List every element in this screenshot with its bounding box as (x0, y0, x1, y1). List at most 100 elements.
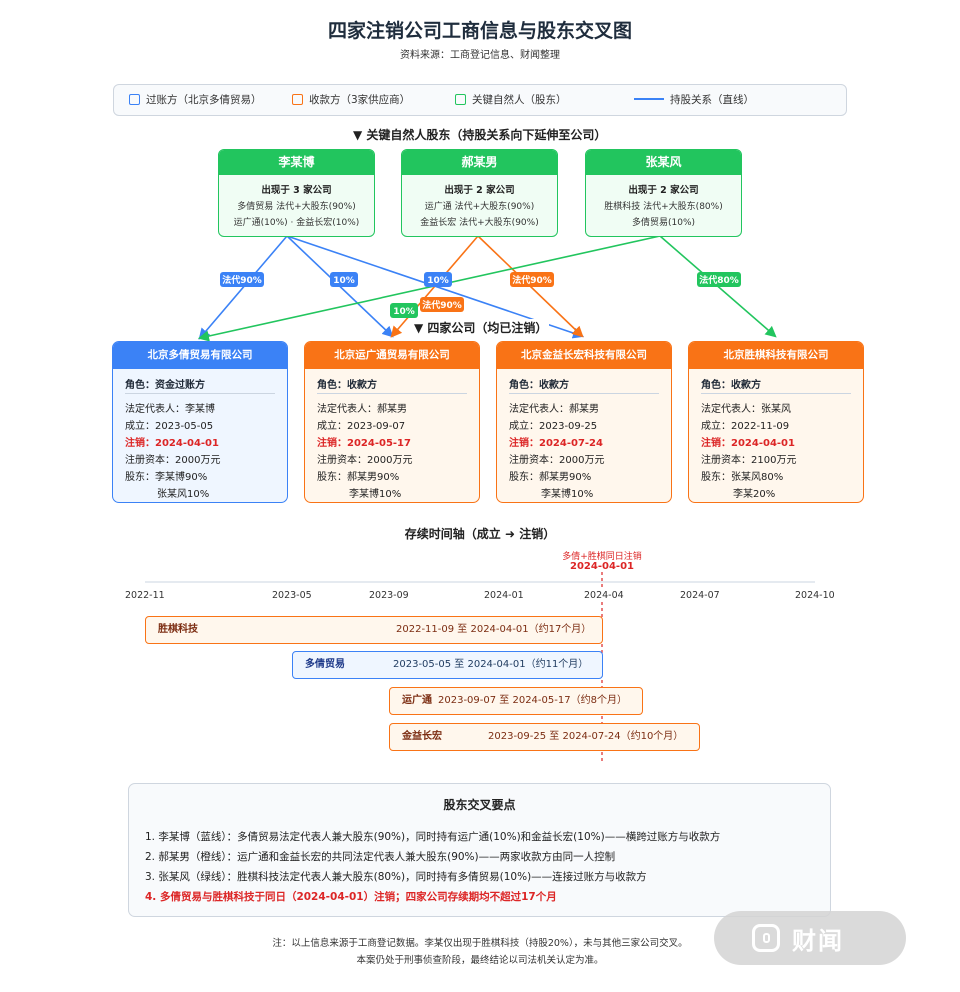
section-people-heading: ▼ 关键自然人股东（持股关系向下延伸至公司） (353, 128, 607, 142)
edge-label-hao-yunguang: 法代90% (420, 297, 464, 312)
edge-label-li-jinyi: 10% (424, 272, 452, 287)
page-title: 四家注销公司工商信息与股东交叉图 (327, 20, 632, 42)
timeline-tick: 2024-01 (484, 590, 524, 601)
timeline-bar-duoqian: 多倩贸易 2023-05-05 至 2024-04-01（约11个月） (292, 651, 603, 679)
person-count: 出现于 2 家公司 (444, 185, 515, 196)
timeline-tick: 2024-07 (680, 590, 720, 601)
timeline-bar-shengqi: 胜棋科技 2022-11-09 至 2024-04-01（约17个月） (145, 616, 603, 644)
footnote: 注：以上信息来源于工商登记数据。李某仅出现于胜棋科技（持股20%），未与其他三家… (272, 938, 688, 949)
company-role: 角色：收款方 (701, 376, 851, 394)
timeline-bar-jinyi: 金益长宏 2023-09-25 至 2024-07-24（约10个月） (389, 723, 700, 751)
company-holder: 股东：张某风80% (701, 472, 784, 483)
company-founded: 成立：2023-09-07 (317, 421, 406, 432)
edge-label-text: 法代90% (422, 299, 462, 311)
company-holder: 股东：李某博90% (125, 472, 208, 483)
timeline-tick: 2023-09 (369, 590, 409, 601)
legend-item-receiver: 收款方（3家供应商） (292, 85, 410, 115)
company-card-shengqi: 北京胜棋科技有限公司 角色：收款方 法定代表人：张某风 成立：2022-11-0… (688, 341, 864, 503)
timeline-bar-range: 2023-09-07 至 2024-05-17（约8个月） (438, 695, 627, 706)
person-detail: 多倩贸易 法代+大股东(90%) (237, 202, 356, 212)
person-card-li: 李某博 出现于 3 家公司 多倩贸易 法代+大股东(90%) 运广通(10%) … (218, 149, 375, 237)
timeline-tick: 2024-04 (582, 590, 626, 601)
timeline-marker-date: 2024-04-01 (570, 561, 634, 572)
timeline-title: 存续时间轴（成立 ➜ 注销） (404, 527, 556, 541)
timeline-bar-range: 2023-09-25 至 2024-07-24（约10个月） (488, 731, 684, 742)
watermark: 财闻 (714, 911, 906, 965)
blue-square-icon (129, 94, 140, 105)
timeline-tick: 2022-11 (125, 590, 165, 601)
section-companies-heading: ▼ 四家公司（均已注销） (412, 319, 550, 336)
watermark-text: 财闻 (792, 927, 844, 955)
person-detail: 运广通 法代+大股东(90%) (424, 202, 535, 212)
legend-label: 收款方（3家供应商） (309, 94, 411, 106)
company-name: 北京运广通贸易有限公司 (305, 342, 479, 369)
timeline-marker-caption: 多倩+胜棋同日注销 (562, 552, 642, 562)
company-legal: 法定代表人：郝某男 (317, 404, 407, 415)
company-cancelled: 注销：2024-07-24 (509, 438, 603, 449)
edge-label-text: 10% (333, 276, 355, 286)
edge-label-text: 10% (393, 307, 415, 317)
company-name: 北京多倩贸易有限公司 (113, 342, 287, 369)
person-count: 出现于 2 家公司 (628, 185, 699, 196)
person-count: 出现于 3 家公司 (261, 185, 332, 196)
company-capital: 注册资本：2000万元 (125, 455, 221, 466)
company-cancelled: 注销：2024-04-01 (701, 438, 795, 449)
edge-label-text: 法代90% (512, 274, 552, 286)
company-card-duoqian: 北京多倩贸易有限公司 角色：资金过账方 法定代表人：李某博 成立：2023-05… (112, 341, 288, 503)
timeline-bar-range: 2023-05-05 至 2024-04-01（约11个月） (393, 659, 589, 670)
company-holder: 李某博10% (349, 489, 402, 500)
person-detail: 金益长宏 法代+大股东(90%) (420, 218, 539, 228)
edge-label-li-duoqian: 法代90% (220, 272, 264, 287)
company-name: 北京金益长宏科技有限公司 (497, 342, 671, 369)
timeline-bar-name: 多倩贸易 (305, 659, 345, 670)
person-detail: 运广通(10%) · 金益长宏(10%) (233, 218, 360, 228)
key-point: 3. 张某风（绿线）：胜棋科技法定代表人兼大股东(80%)，同时持有多倩贸易(1… (145, 871, 647, 883)
company-cancelled: 注销：2024-05-17 (317, 438, 411, 449)
key-point: 2. 郝某男（橙线）：运广通和金益长宏的共同法定代表人兼大股东(90%)——两家… (145, 851, 616, 863)
line-icon (634, 98, 664, 100)
orange-square-icon (292, 94, 303, 105)
edge-label-hao-jinyi: 法代90% (510, 272, 554, 287)
key-point-highlight: 4. 多倩贸易与胜棋科技于同日（2024-04-01）注销；四家公司存续期均不超… (145, 891, 557, 903)
company-cancelled: 注销：2024-04-01 (125, 438, 219, 449)
company-holder: 股东：郝某男90% (509, 472, 592, 483)
person-card-zhang: 张某风 出现于 2 家公司 胜棋科技 法代+大股东(80%) 多倩贸易(10%) (585, 149, 742, 237)
person-name: 郝某男 (402, 150, 557, 175)
legend-item-person: 关键自然人（股东） (455, 85, 567, 115)
company-legal: 法定代表人：李某博 (125, 404, 215, 415)
company-capital: 注册资本：2000万元 (509, 455, 605, 466)
legend-label: 过账方（北京多倩贸易） (146, 94, 262, 106)
legend-item-transfer: 过账方（北京多倩贸易） (129, 85, 262, 115)
legend-label: 关键自然人（股东） (472, 94, 567, 106)
company-card-yunguang: 北京运广通贸易有限公司 角色：收款方 法定代表人：郝某男 成立：2023-09-… (304, 341, 480, 503)
timeline-bar-name: 胜棋科技 (158, 624, 198, 635)
timeline-bar-name: 金益长宏 (402, 731, 442, 742)
footnote: 本案仍处于刑事侦查阶段，最终结论以司法机关认定为准。 (356, 955, 604, 966)
legend-item-relation: 持股关系（直线） (634, 85, 754, 115)
edge-label-zhang-duoqian: 10% (390, 303, 418, 318)
person-detail: 多倩贸易(10%) (631, 218, 696, 228)
timeline-bar-yunguang: 运广通 2023-09-07 至 2024-05-17（约8个月） (389, 687, 643, 715)
company-role: 角色：收款方 (317, 376, 467, 394)
company-holder: 张某风10% (157, 489, 210, 500)
company-name: 北京胜棋科技有限公司 (689, 342, 863, 369)
person-name: 张某风 (586, 150, 741, 175)
timeline-bar-name: 运广通 (402, 695, 432, 706)
key-points-title: 股东交叉要点 (443, 798, 516, 812)
key-point: 1. 李某博（蓝线）：多倩贸易法定代表人兼大股东(90%)，同时持有运广通(10… (145, 831, 721, 843)
edge-label-zhang-shengqi: 法代80% (697, 272, 741, 287)
key-points-box: 股东交叉要点 1. 李某博（蓝线）：多倩贸易法定代表人兼大股东(90%)，同时持… (128, 783, 831, 917)
page-subtitle: 资料来源：工商登记信息、财闻整理 (400, 50, 560, 61)
company-founded: 成立：2022-11-09 (701, 421, 790, 432)
edge-label-li-yunguang: 10% (330, 272, 358, 287)
company-founded: 成立：2023-09-25 (509, 421, 598, 432)
company-role: 角色：收款方 (509, 376, 659, 394)
green-square-icon (455, 94, 466, 105)
legend-label: 持股关系（直线） (670, 94, 754, 106)
person-detail: 胜棋科技 法代+大股东(80%) (604, 202, 723, 212)
timeline-tick: 2023-05 (272, 590, 312, 601)
timeline-tick: 2024-10 (795, 590, 835, 601)
company-legal: 法定代表人：郝某男 (509, 404, 599, 415)
person-card-hao: 郝某男 出现于 2 家公司 运广通 法代+大股东(90%) 金益长宏 法代+大股… (401, 149, 558, 237)
company-capital: 注册资本：2100万元 (701, 455, 797, 466)
